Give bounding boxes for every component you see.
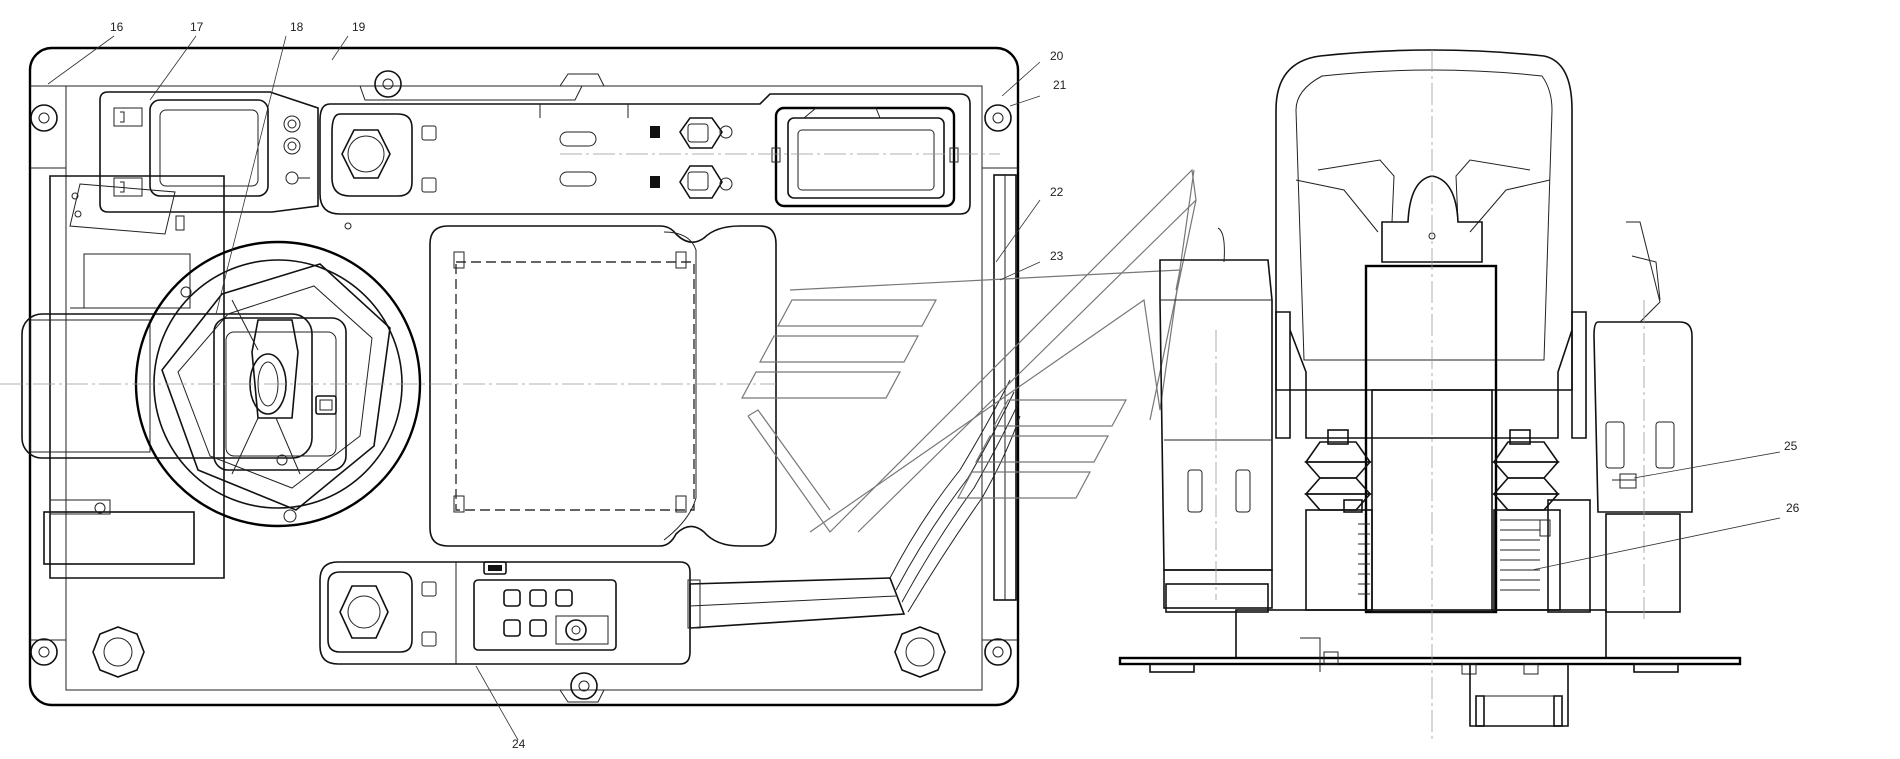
callout-20: 20 xyxy=(1050,49,1064,63)
callout-26: 26 xyxy=(1786,501,1800,515)
callout-21: 21 xyxy=(1053,78,1067,92)
watermark-logo xyxy=(740,168,1197,533)
left-armrest xyxy=(1159,227,1273,613)
callout-22: 22 xyxy=(1050,185,1064,199)
top-console xyxy=(319,93,1000,230)
callout-16: 16 xyxy=(110,20,124,34)
bellows-left xyxy=(1304,429,1373,611)
instrument-panel xyxy=(99,91,319,213)
grille-right xyxy=(1500,519,1540,591)
callout-labels: 16 17 18 19 20 21 22 23 24 25 26 xyxy=(110,20,1800,751)
base-plate-inner xyxy=(65,85,983,691)
seat-back xyxy=(1275,49,1573,391)
callout-25: 25 xyxy=(1784,439,1798,453)
side-view xyxy=(1118,49,1742,740)
callout-leaders xyxy=(47,35,1781,741)
bottom-console xyxy=(319,561,906,665)
seat-cushion-top xyxy=(429,225,777,547)
callout-19: 19 xyxy=(352,20,366,34)
grille-left xyxy=(1358,523,1370,595)
callout-18: 18 xyxy=(290,20,304,34)
bellows-right xyxy=(1492,429,1561,611)
callout-23: 23 xyxy=(1050,249,1064,263)
top-view xyxy=(0,46,1197,707)
callout-17: 17 xyxy=(190,20,204,34)
steering-wheel xyxy=(0,240,430,528)
right-armrest xyxy=(1593,221,1693,613)
corner-bolts xyxy=(30,70,1012,700)
base-plate-outline xyxy=(28,46,1020,707)
callout-24: 24 xyxy=(512,737,526,751)
